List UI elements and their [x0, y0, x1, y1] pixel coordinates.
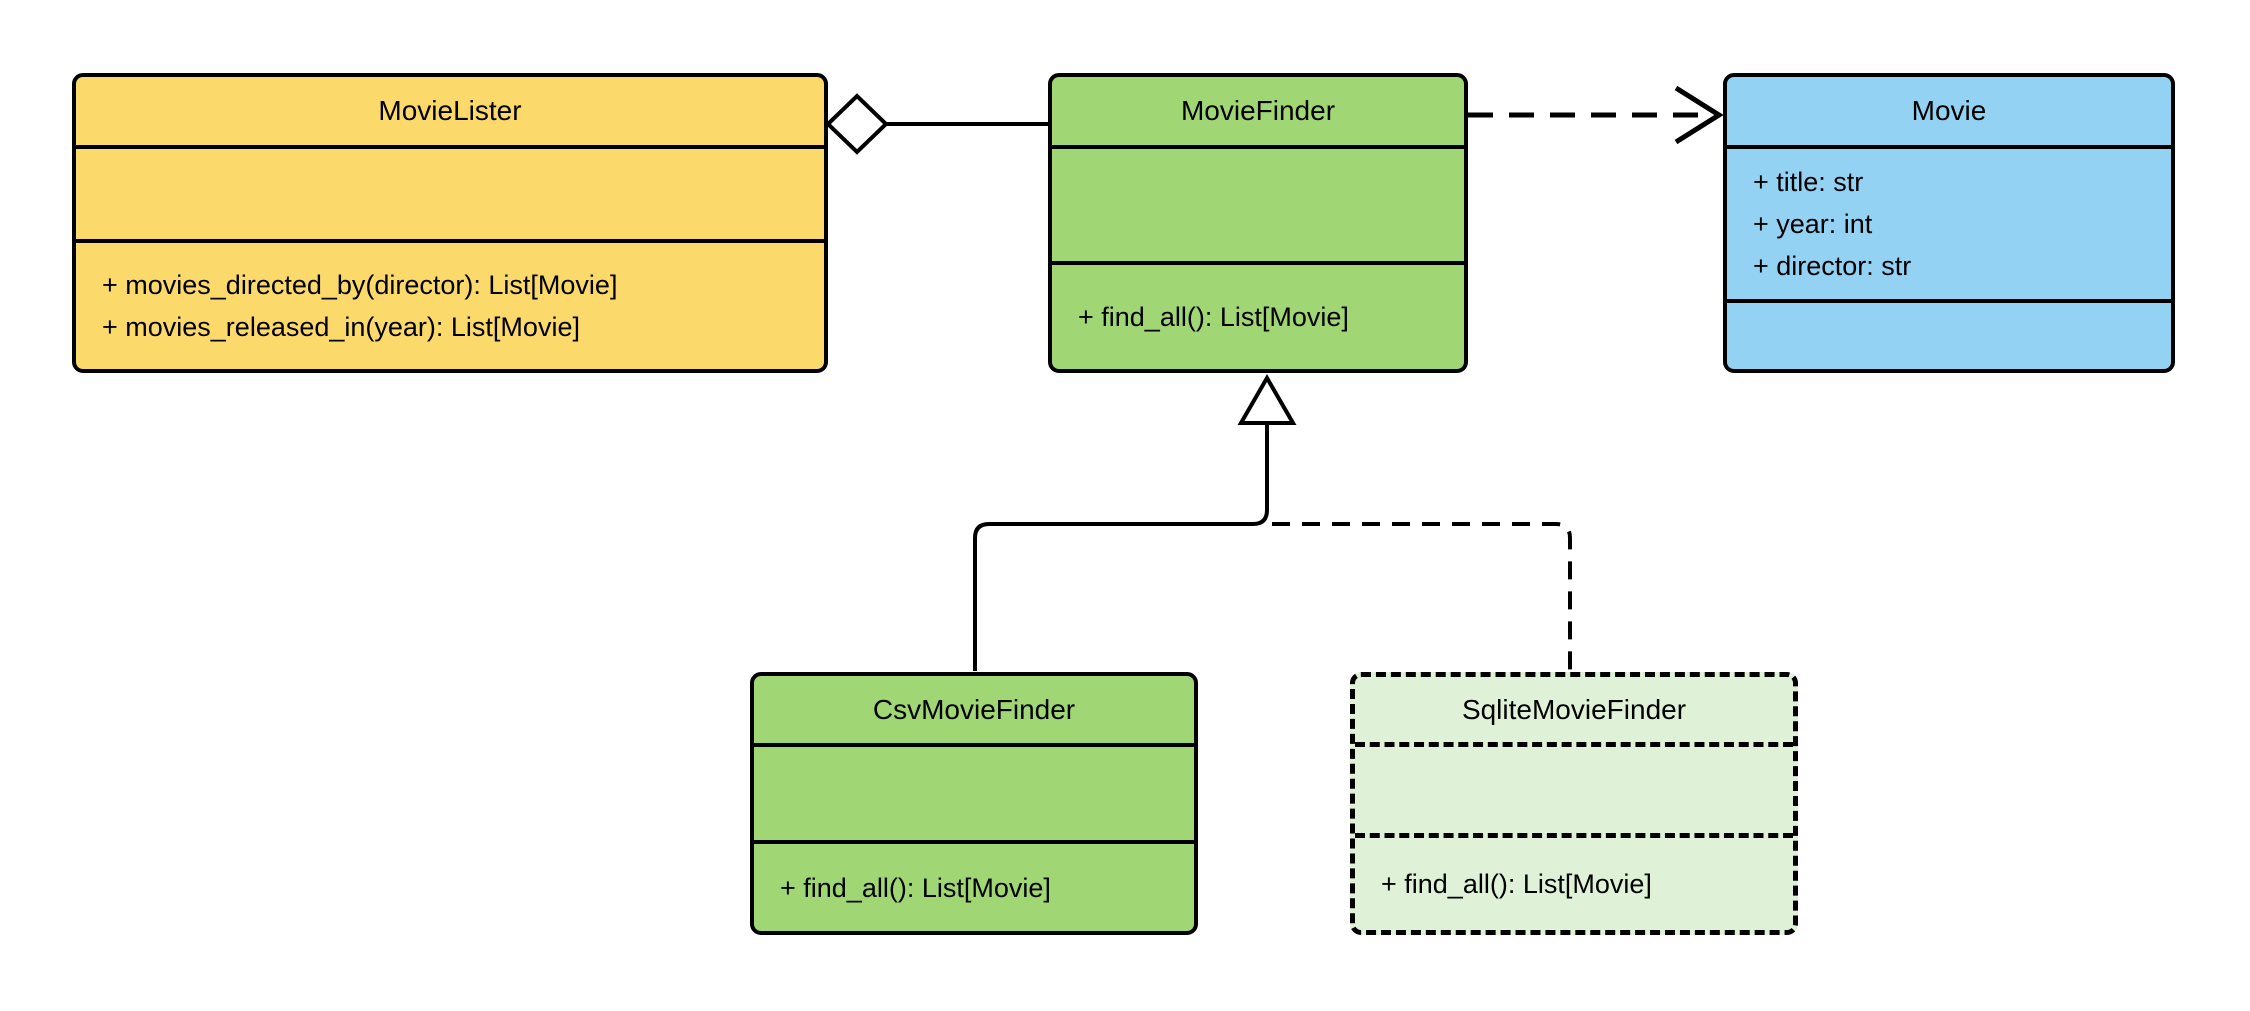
method-item: + find_all(): List[Movie]	[1381, 869, 1652, 899]
attributes-compartment	[754, 743, 1194, 840]
attribute-item: + year: int	[1753, 209, 1873, 239]
class-title: MovieLister	[378, 95, 522, 126]
methods-compartment: + find_all(): List[Movie]	[1052, 261, 1464, 369]
class-box-movie[interactable]: Movie + title: str + year: int + directo…	[1723, 73, 2175, 373]
class-box-sqlitemoviefinder[interactable]: SqliteMovieFinder + find_all(): List[Mov…	[1350, 672, 1798, 935]
methods-compartment: + find_all(): List[Movie]	[1355, 833, 1793, 930]
class-title: MovieFinder	[1180, 95, 1336, 126]
attribute-item: + director: str	[1753, 251, 1912, 281]
attributes-compartment: + title: str + year: int + director: str	[1727, 145, 2171, 299]
generalization-edge-csvmoviefinder-moviefinder[interactable]	[973, 423, 1269, 671]
class-title: CsvMovieFinder	[872, 693, 1076, 725]
method-item: + movies_directed_by(director): List[Mov…	[102, 270, 618, 300]
attribute-item: + title: str	[1753, 167, 1864, 197]
generalization-edge-sqlitemoviefinder-moviefinder[interactable]	[1272, 522, 1572, 671]
attributes-compartment	[76, 145, 824, 239]
methods-compartment: + movies_directed_by(director): List[Mov…	[76, 239, 824, 369]
method-item: + movies_released_in(year): List[Movie]	[102, 312, 580, 342]
hollow-diamond-marker	[825, 93, 889, 155]
method-item: + find_all(): List[Movie]	[780, 872, 1051, 903]
method-item: + find_all(): List[Movie]	[1078, 302, 1349, 332]
dependency-edge-moviefinder-movie[interactable]	[1468, 85, 1724, 145]
hollow-triangle-marker	[1237, 374, 1297, 425]
methods-compartment: + find_all(): List[Movie]	[754, 840, 1194, 931]
attributes-compartment	[1355, 742, 1793, 833]
attributes-compartment	[1052, 145, 1464, 261]
aggregation-edge-movielister-moviefinder[interactable]	[825, 93, 1050, 155]
class-title: SqliteMovieFinder	[1461, 693, 1687, 725]
class-box-csvmoviefinder[interactable]: CsvMovieFinder + find_all(): List[Movie]	[750, 672, 1198, 935]
class-title: Movie	[1911, 95, 1987, 126]
methods-compartment	[1727, 299, 2171, 369]
class-box-moviefinder[interactable]: MovieFinder + find_all(): List[Movie]	[1048, 73, 1468, 373]
class-box-movielister[interactable]: MovieLister + movies_directed_by(directo…	[72, 73, 828, 373]
open-arrowhead-marker	[1674, 85, 1724, 145]
